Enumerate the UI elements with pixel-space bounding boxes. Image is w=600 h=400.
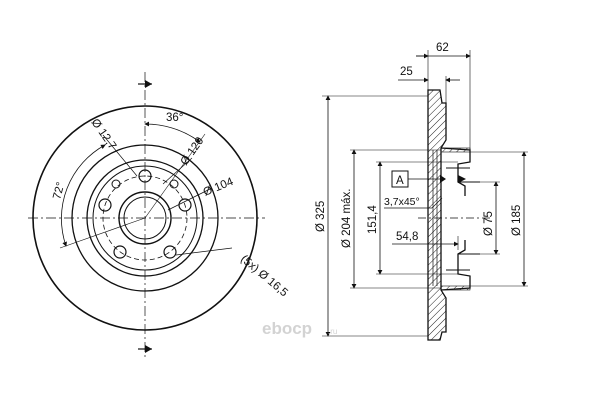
dia-325-label: Ø 325 [315,201,327,232]
front-view [28,72,265,360]
dim-54-label: 54,8 [396,231,418,243]
dia-75-label: Ø 75 [483,211,495,236]
section-arrow-top-head [145,80,152,88]
hole-dia-label: Ø 12,7 [89,117,119,152]
angle-36-label: 36° [166,112,183,124]
datum-label: A [396,175,404,187]
bolt-hole [178,198,192,212]
watermark-brand: ebocp [262,319,312,338]
section-view [322,50,528,341]
angle-36-ref-line [144,133,206,219]
hole-dia-leader [102,134,138,177]
location-hole [111,179,121,189]
location-hole [169,179,179,189]
dim-151-label: 151,4 [367,205,379,234]
chamfer-leader-diag [431,197,443,209]
hat-section-bottom [440,240,471,291]
angle-72-ref-line [59,217,146,249]
hat-wall-top [440,147,471,153]
angle-36-arc [144,121,201,143]
watermark-tld: .ru [328,327,337,336]
watermark: ebocp .ru [262,319,337,338]
chamfer-label: 3,7x45° [384,196,420,208]
dia-185-label: Ø 185 [511,205,523,236]
datum-triangle [440,175,446,183]
dia-204-label: Ø 204 máx. [341,189,353,248]
datum-marker-right [458,175,466,183]
angle-72-arc [61,144,106,247]
bolt-holes-label: (5x) Ø 16,5 [238,253,290,299]
hat-section-top [440,147,471,196]
width-62-label: 62 [436,42,449,54]
bolt-hole [163,245,177,259]
pcd-leader [162,157,193,185]
width-25-label: 25 [400,66,413,78]
hat-wall-bottom [440,285,471,291]
angle-72-label: 72° [51,181,67,201]
bolt-holes-leader [175,247,233,256]
bolt-hole [113,245,127,259]
section-arrow-bottom-head [145,345,152,353]
bore-leader [167,187,213,211]
